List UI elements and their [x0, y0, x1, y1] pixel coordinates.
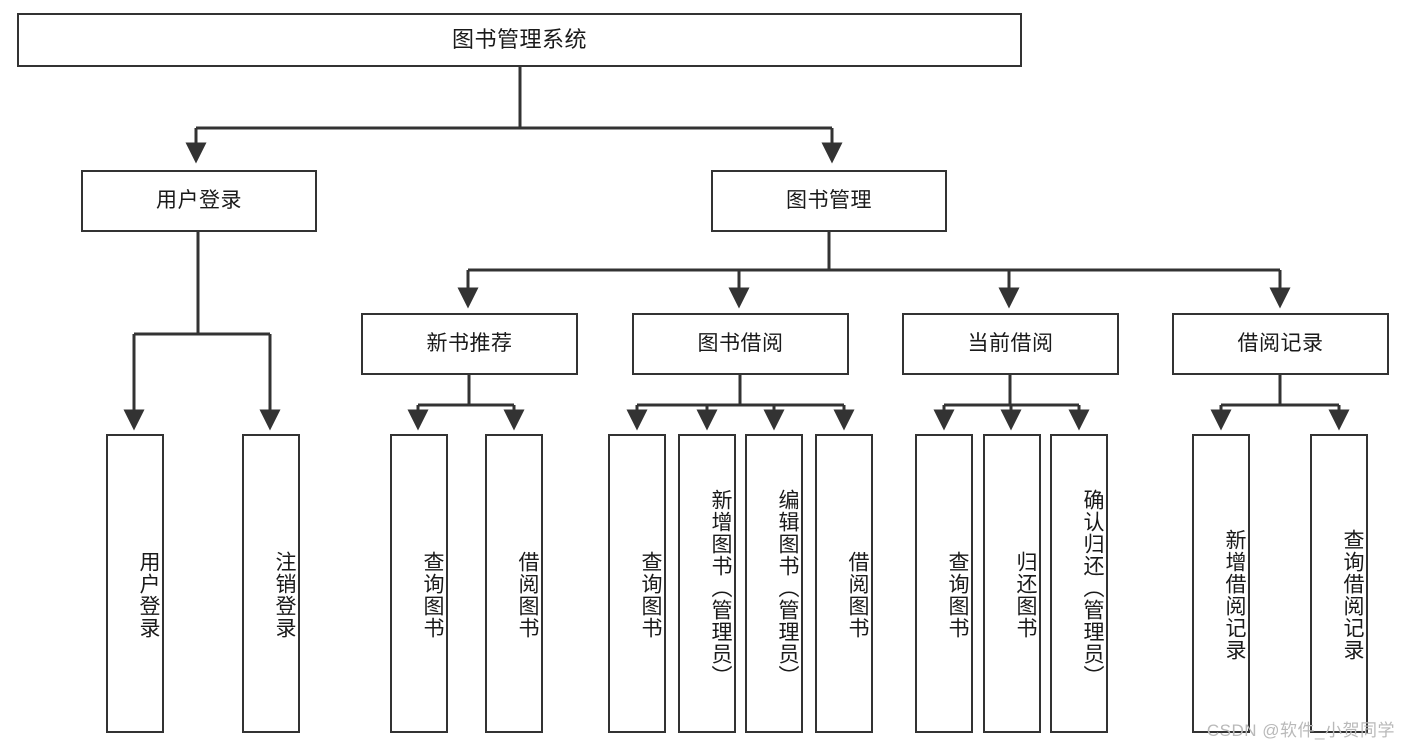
- leaf-user-login[interactable]: 用户登录: [106, 434, 164, 733]
- node-label: 查询图书: [639, 550, 662, 639]
- node-label: 用户登录: [137, 550, 160, 639]
- leaf-query-borrow-record[interactable]: 查询借阅记录: [1310, 434, 1368, 733]
- node-label: 新书推荐: [426, 331, 513, 355]
- leaf-return-book[interactable]: 归还图书: [983, 434, 1041, 733]
- leaf-logout[interactable]: 注销登录: [242, 434, 300, 733]
- leaf-borrow-book-recommend[interactable]: 借阅图书: [485, 434, 543, 733]
- leaf-query-book-recommend[interactable]: 查询图书: [390, 434, 448, 733]
- node-label: 查询图书: [946, 550, 969, 639]
- node-book-borrow[interactable]: 图书借阅: [632, 313, 849, 375]
- node-root-system[interactable]: 图书管理系统: [17, 13, 1022, 67]
- node-label: 借阅图书: [846, 550, 869, 639]
- leaf-edit-book-admin[interactable]: 编辑图书（管理员）: [745, 434, 803, 733]
- node-label: 图书借阅: [697, 331, 784, 355]
- node-new-book-recommend[interactable]: 新书推荐: [361, 313, 578, 375]
- node-label: 新增图书（管理员）: [709, 488, 732, 687]
- node-label: 注销登录: [273, 550, 296, 639]
- node-label: 归还图书: [1014, 550, 1037, 639]
- leaf-confirm-return-admin[interactable]: 确认归还（管理员）: [1050, 434, 1108, 733]
- leaf-borrow-book-borrow[interactable]: 借阅图书: [815, 434, 873, 733]
- node-label: 借阅图书: [516, 550, 539, 639]
- node-label: 借阅记录: [1237, 331, 1324, 355]
- node-label: 用户登录: [156, 188, 242, 212]
- node-label: 当前借阅: [967, 331, 1054, 355]
- node-label: 图书管理: [786, 188, 872, 212]
- node-borrow-record[interactable]: 借阅记录: [1172, 313, 1389, 375]
- node-label: 查询借阅记录: [1341, 528, 1364, 661]
- node-label: 确认归还（管理员）: [1081, 488, 1104, 687]
- leaf-add-book-admin[interactable]: 新增图书（管理员）: [678, 434, 736, 733]
- node-label: 图书管理系统: [451, 27, 587, 53]
- node-current-borrow[interactable]: 当前借阅: [902, 313, 1119, 375]
- node-book-management[interactable]: 图书管理: [711, 170, 947, 232]
- leaf-query-book-current[interactable]: 查询图书: [915, 434, 973, 733]
- node-label: 新增借阅记录: [1223, 528, 1246, 661]
- node-label: 查询图书: [421, 550, 444, 639]
- leaf-add-borrow-record[interactable]: 新增借阅记录: [1192, 434, 1250, 733]
- leaf-query-book-borrow[interactable]: 查询图书: [608, 434, 666, 733]
- node-label: 编辑图书（管理员）: [776, 488, 799, 687]
- csdn-watermark: CSDN @软件_小贺同学: [1206, 721, 1395, 740]
- node-user-login[interactable]: 用户登录: [81, 170, 317, 232]
